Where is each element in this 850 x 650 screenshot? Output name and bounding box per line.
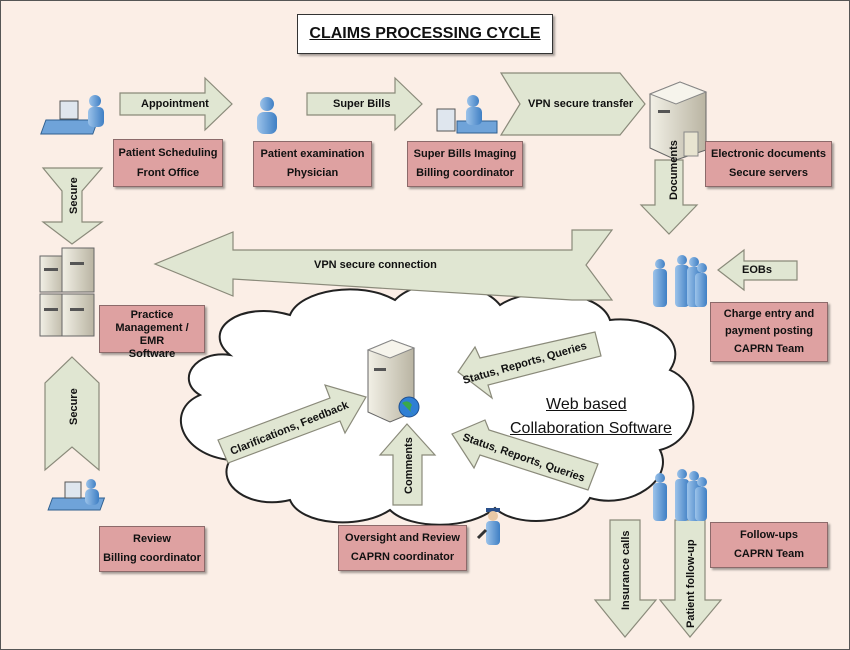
desk-computer-user-icon xyxy=(40,95,104,135)
node-line: Practice xyxy=(130,309,174,321)
vpn-transfer-arrow-label: VPN secure transfer xyxy=(528,98,634,110)
vpn-connection-arrow xyxy=(153,229,614,301)
review-node: Review Billing coordinator xyxy=(99,526,205,572)
electronic-documents-node: Electronic documents Secure servers xyxy=(705,141,832,187)
desk-computer-user-icon xyxy=(436,95,498,134)
documents-arrow xyxy=(639,159,699,235)
node-line: CAPRN coordinator xyxy=(350,551,455,563)
node-line: Super Bills Imaging xyxy=(413,148,517,160)
patient-followup-arrow-label: Patient follow-up xyxy=(685,539,697,628)
vpn-connection-arrow-label: VPN secure connection xyxy=(314,259,437,271)
node-line: Patient Scheduling xyxy=(118,146,218,159)
secure-top-arrow-label: Secure xyxy=(68,177,80,214)
server-icon xyxy=(39,247,95,337)
globe-icon xyxy=(398,396,420,418)
node-line: Billing coordinator xyxy=(103,552,201,564)
practice-management-node: Practice Management / EMR Software xyxy=(99,305,205,360)
super-bills-imaging-node: Super Bills Imaging Billing coordinator xyxy=(407,141,523,187)
node-line: Electronic documents xyxy=(711,148,826,160)
status-lower-arrow xyxy=(451,419,599,491)
node-line: Management / EMR xyxy=(115,322,189,347)
patient-examination-node: Patient examination Physician xyxy=(253,141,372,187)
documents-arrow-label: Documents xyxy=(668,140,680,200)
follow-ups-node: Follow-ups CAPRN Team xyxy=(710,522,828,568)
node-line: CAPRN Team xyxy=(733,548,805,560)
node-line: Review xyxy=(133,533,171,545)
desk-computer-user-icon xyxy=(47,479,106,511)
team-icon xyxy=(653,469,707,521)
secure-bottom-arrow-label: Secure xyxy=(68,388,80,425)
diagram-title: CLAIMS PROCESSING CYCLE xyxy=(297,14,553,54)
comments-arrow xyxy=(378,423,437,506)
node-line: Front Office xyxy=(136,166,200,179)
node-line: Secure servers xyxy=(729,167,808,179)
insurance-calls-arrow xyxy=(593,519,658,638)
cloud-title-line1: Web based xyxy=(546,396,627,413)
appointment-arrow xyxy=(119,76,233,132)
secure-top-arrow xyxy=(41,167,104,245)
insurance-calls-arrow-label: Insurance calls xyxy=(620,531,632,611)
status-upper-arrow xyxy=(457,331,602,400)
server-icon xyxy=(648,81,708,161)
patient-followup-arrow xyxy=(658,519,723,638)
security-guard-icon xyxy=(476,508,500,545)
super-bills-arrow-label: Super Bills xyxy=(333,98,391,110)
patient-scheduling-node: Patient Scheduling Front Office xyxy=(113,139,223,187)
person-icon xyxy=(257,97,277,134)
node-line: Physician xyxy=(286,167,339,179)
eobs-arrow-label: EOBs xyxy=(742,264,772,276)
node-line: Software xyxy=(128,348,176,360)
node-line: Charge entry and xyxy=(723,308,815,321)
appointment-arrow-label: Appointment xyxy=(141,98,209,110)
oversight-review-node: Oversight and Review CAPRN coordinator xyxy=(338,525,467,571)
charge-entry-node: Charge entry and payment posting CAPRN T… xyxy=(710,302,828,362)
secure-bottom-arrow xyxy=(44,356,100,472)
cloud-title-line2: Collaboration Software xyxy=(510,420,672,437)
eobs-arrow xyxy=(717,248,798,292)
super-bills-arrow xyxy=(306,76,423,132)
node-line: Patient examination xyxy=(260,148,365,160)
node-line: Billing coordinator xyxy=(416,167,514,179)
node-line: CAPRN Team xyxy=(733,342,805,355)
vpn-transfer-arrow xyxy=(499,72,646,136)
clarifications-arrow xyxy=(217,384,367,464)
node-line: Oversight and Review xyxy=(345,532,460,544)
team-icon xyxy=(653,255,707,307)
comments-arrow-label: Comments xyxy=(403,437,415,494)
node-line: payment posting xyxy=(724,325,813,338)
node-line: Follow-ups xyxy=(739,529,799,541)
